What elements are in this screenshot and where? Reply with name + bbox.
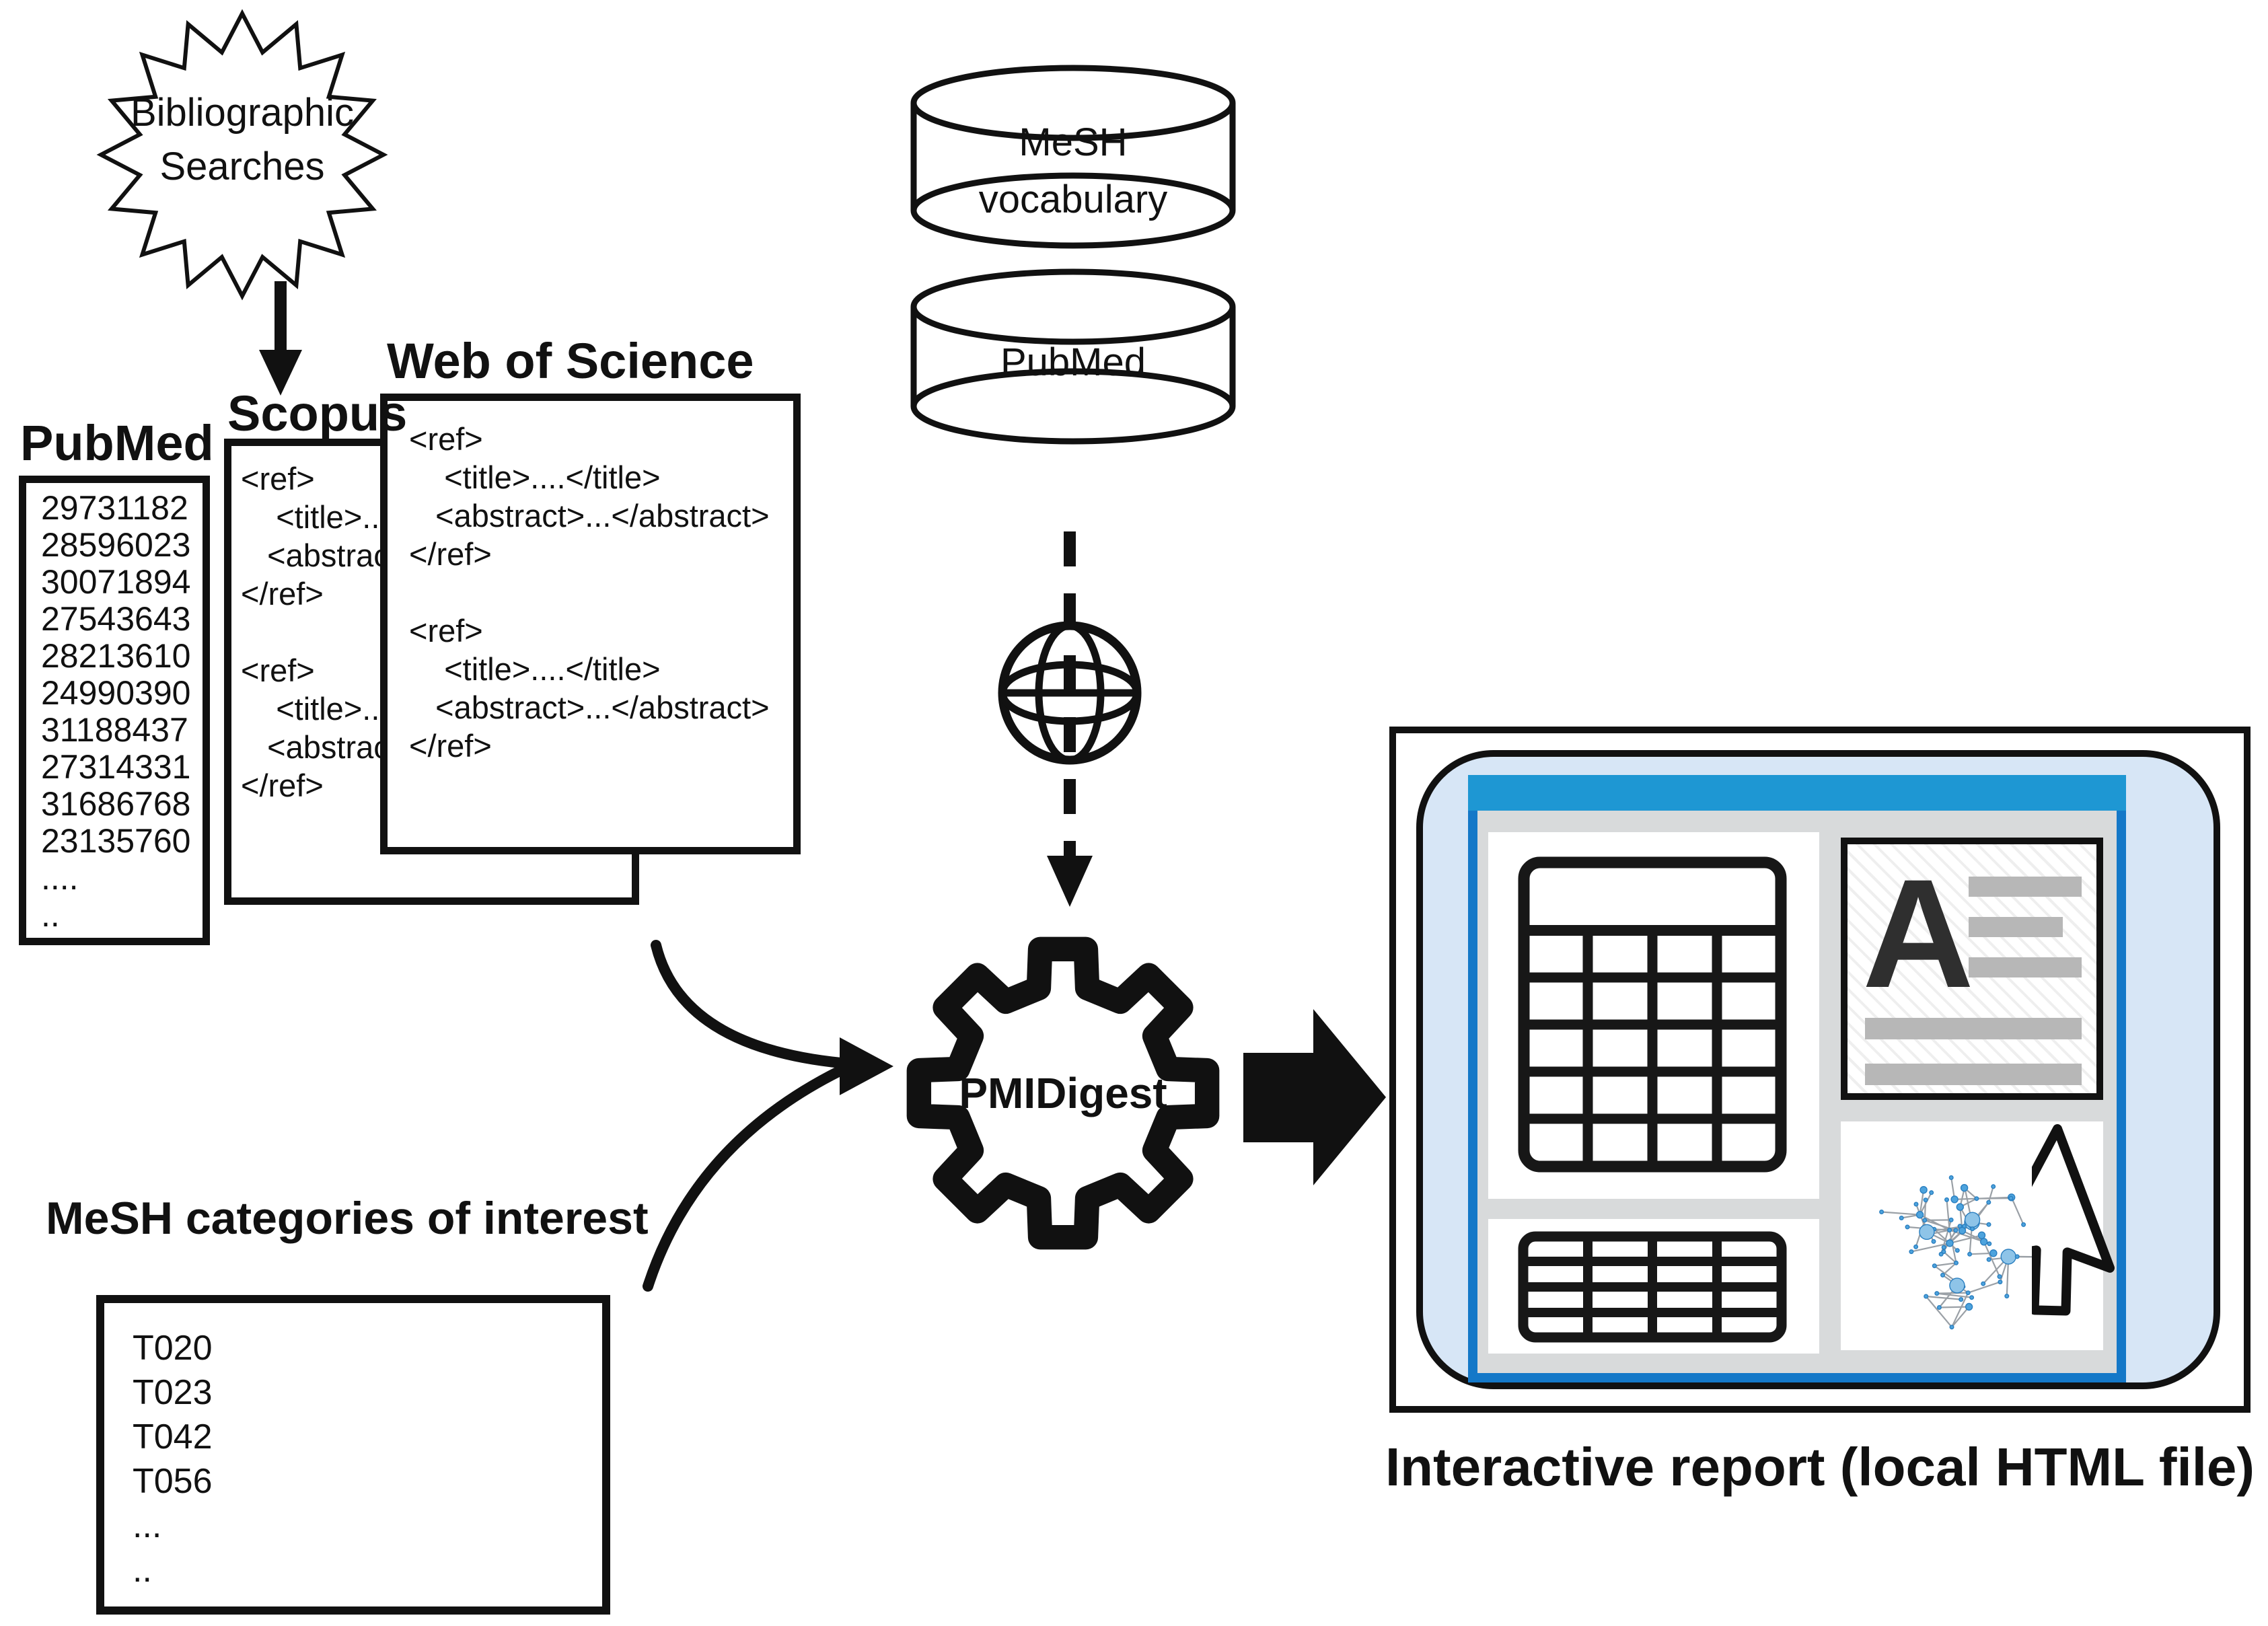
mesh-code-item: ...: [133, 1506, 162, 1545]
wos-xml-line: <abstract>...</abstract>: [409, 498, 770, 533]
text-bar: [1969, 957, 2082, 977]
mesh-db-line2: vocabulary: [978, 178, 1168, 221]
text-bar: [1969, 877, 2082, 897]
pmid-item: 28596023: [41, 526, 191, 564]
pubmed-db-label: PubMed: [1000, 340, 1146, 384]
wos-xml-line: [409, 573, 793, 612]
pmid-item: ..: [41, 896, 60, 934]
pubmed-label: PubMed: [20, 415, 214, 471]
merge-arrows-icon: [643, 940, 893, 1292]
starburst-icon: [96, 9, 388, 301]
pmid-item: 31686768: [41, 785, 191, 823]
output-arrow-icon: [1243, 1009, 1386, 1185]
text-bar: [1969, 917, 2063, 937]
wos-xml-line: </ref>: [409, 728, 492, 764]
wos-xml-line: <title>....</title>: [409, 651, 661, 687]
scopus-xml-line: <title>....: [241, 499, 398, 535]
document-icon: A: [1841, 838, 2103, 1100]
wos-xml-line: <ref>: [409, 613, 483, 649]
pmid-item: 27314331: [41, 748, 191, 786]
gear-icon: [906, 936, 1220, 1250]
flow-arrow-down-icon: [259, 281, 302, 396]
wos-xml-line: <abstract>...</abstract>: [409, 690, 770, 725]
wos-xml-line: <title>....</title>: [409, 459, 661, 495]
mesh-db-label: MeSH vocabulary: [908, 120, 1238, 222]
pmid-item: 29731182: [41, 489, 188, 527]
mesh-code-item: T023: [133, 1373, 213, 1412]
mesh-code-item: ..: [133, 1551, 152, 1590]
dashed-arrow-icon: [1047, 531, 1093, 907]
cursor-icon: [2032, 1124, 2115, 1316]
pmid-item: 30071894: [41, 563, 191, 601]
scopus-xml-line: <title>....: [241, 691, 398, 727]
mesh-db-cylinder-icon: [910, 65, 1236, 249]
pmid-item: 31188437: [41, 711, 188, 749]
browser-window: A: [1468, 775, 2126, 1382]
gear-label: PMIDigest: [959, 1069, 1167, 1117]
pmid-item: 24990390: [41, 674, 191, 712]
mesh-categories-heading: MeSH categories of interest: [46, 1193, 649, 1244]
starburst-line2: Searches: [159, 145, 325, 188]
report-table-panel-bottom: [1488, 1219, 1819, 1354]
mesh-code-item: T020: [133, 1329, 213, 1368]
report-caption: Interactive report (local HTML file): [1385, 1437, 2255, 1497]
pmid-item: 23135760: [41, 822, 191, 860]
mesh-code-item: T042: [133, 1417, 213, 1456]
scopus-xml-line: </ref>: [241, 576, 324, 612]
scopus-xml-line: <ref>: [241, 461, 315, 496]
table-icon: [1518, 1231, 1787, 1343]
scopus-xml-line: <ref>: [241, 653, 315, 688]
scopus-xml-line: <abstract: [241, 729, 398, 765]
scopus-xml-line: </ref>: [241, 768, 324, 803]
pmid-item: ....: [41, 859, 79, 897]
browser-content-area: A: [1477, 811, 2117, 1373]
wos-xml-line: <ref>: [409, 421, 483, 457]
wos-xml-line: </ref>: [409, 536, 492, 572]
network-graph-icon: [1879, 1175, 2062, 1330]
scopus-xml-line: <abstract: [241, 538, 398, 573]
scopus-label: Scopus: [227, 385, 408, 441]
text-bar: [1865, 1064, 2082, 1085]
wos-xml-list: <ref> <title>....</title> <abstract>...<…: [409, 420, 793, 765]
report-table-panel-top: [1488, 832, 1819, 1199]
table-icon: [1518, 856, 1787, 1173]
scopus-xml-list: <ref> <title>.... <abstract</ref> <ref> …: [241, 459, 632, 805]
mesh-code-item: T056: [133, 1462, 213, 1501]
pmid-item: 27543643: [41, 600, 191, 638]
text-bar: [1865, 1018, 2082, 1039]
wos-label: Web of Science: [387, 333, 754, 389]
pubmed-db-cylinder-icon: [910, 268, 1236, 445]
pmid-item: 28213610: [41, 637, 191, 675]
starburst-line1: Bibliographic: [130, 91, 355, 135]
document-letter: A: [1862, 847, 1975, 1020]
starburst-label: Bibliographic Searches: [101, 86, 383, 194]
mesh-db-line1: MeSH: [1019, 120, 1128, 164]
browser-titlebar: [1468, 775, 2126, 811]
wos-document-box: <ref> <title>....</title> <abstract>...<…: [380, 394, 801, 854]
